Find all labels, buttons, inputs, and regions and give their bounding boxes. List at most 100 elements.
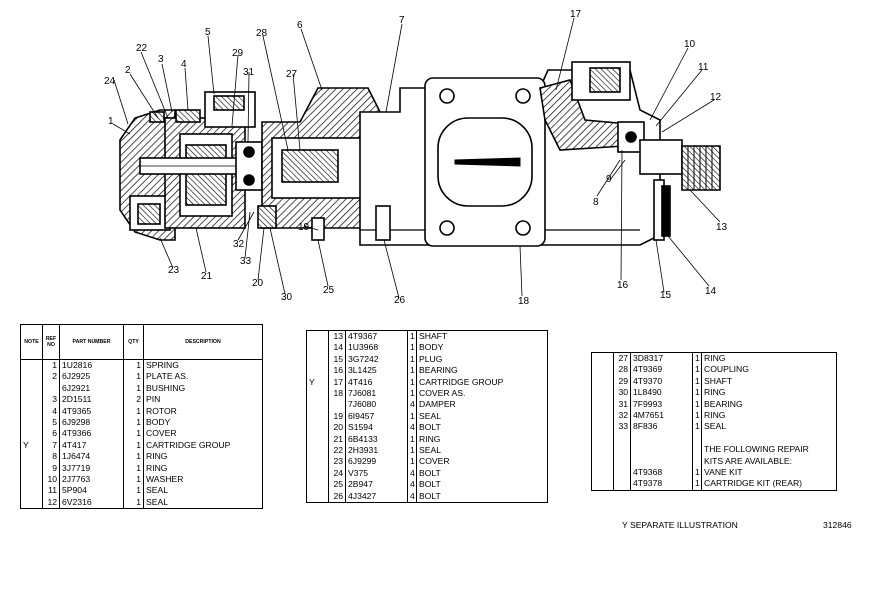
ref-no-cell [42,382,60,395]
part-number-cell: 1U2816 [59,359,124,372]
header-part-number: PART NUMBER [59,324,124,360]
ref-no-cell: 2 [42,371,60,383]
description-cell: DAMPER [419,399,456,410]
qty-cell: 1 [407,410,417,423]
description-cell: SEAL [704,421,726,432]
note-cell [20,417,43,429]
ref-no-cell: 17 [328,376,346,389]
qty-cell: 1 [692,467,702,479]
note-cell [20,485,43,497]
note-cell [306,456,329,468]
qty-cell: 4 [407,479,417,491]
callout-11: 11 [698,62,709,73]
qty-cell: 1 [692,478,702,491]
note-cell [591,444,614,456]
note-cell [306,365,329,377]
part-number-cell: 6I9457 [345,410,408,423]
description-cell: SPRING [146,360,179,370]
note-cell [306,342,329,354]
footer-note: Y SEPARATE ILLUSTRATION [622,520,738,530]
description-cell: ROTOR [146,405,177,416]
description-cell: SEAL [419,410,441,421]
callout-22: 22 [136,43,148,54]
qty-cell: 2 [123,394,144,406]
callout-12: 12 [710,92,722,103]
part-number-cell: 1U3968 [345,342,408,354]
parts-table-header: NOTE REF NO PART NUMBER QTY DESCRIPTION [20,324,263,360]
note-cell [20,405,43,418]
part-number-cell: 4T9369 [630,364,693,376]
callout-5: 5 [205,27,211,38]
qty-cell: 1 [407,445,417,457]
description-cell: SHAFT [419,331,448,341]
note-cell [306,479,329,491]
description-cell: CARTRIDGE GROUP [419,376,504,387]
part-number-cell: V375 [345,467,408,480]
description-cell: PLUG [419,353,443,364]
pump-drawing [119,61,721,247]
ref-no-cell: 4 [42,405,60,418]
part-number-cell: 3G7242 [345,353,408,366]
description-cell: COVER AS. [419,388,466,399]
qty-cell: 1 [407,342,417,354]
callout-1: 1 [108,116,114,127]
description-cell: RING [146,462,168,473]
qty-cell: 1 [407,365,417,377]
ref-no-cell: 31 [613,398,631,411]
callout-27: 27 [286,69,298,80]
description-cell: BOLT [419,422,441,433]
callout-21: 21 [201,271,213,282]
ref-no-cell [328,399,346,411]
ref-no-cell [613,444,631,456]
note-cell [591,364,614,376]
note-cell [306,467,329,480]
callout-20: 20 [252,278,264,289]
qty-cell: 1 [123,382,144,395]
qty-cell: 1 [123,474,144,486]
description-cell: BOLT [419,479,441,490]
callout-28: 28 [256,28,268,39]
parts-table-1: NOTE REF NO PART NUMBER QTY DESCRIPTION … [20,324,263,510]
qty-cell: 1 [123,359,144,372]
qty-cell [692,432,702,445]
part-number-cell: 6J2921 [59,382,124,395]
note-cell [591,398,614,411]
callout-6: 6 [297,20,303,31]
part-number-cell: 7J6080 [345,399,408,411]
note-cell [591,478,614,491]
part-number-cell: 4M7651 [630,410,693,422]
callout-30: 30 [281,292,293,303]
note-cell [306,410,329,423]
qty-cell: 1 [692,375,702,388]
ref-no-cell: 27 [613,352,631,365]
note-cell [591,455,614,468]
part-number-cell: 4T9368 [630,467,693,479]
description-cell: PLATE AS. [146,371,189,382]
ref-no-cell: 3 [42,394,60,406]
callout-3: 3 [158,54,164,65]
qty-cell: 1 [692,410,702,422]
qty-cell: 1 [407,433,417,446]
callout-13: 13 [716,222,728,233]
callout-19: 19 [298,222,310,233]
description-cell: CARTRIDGE KIT (REAR) [704,478,803,489]
note-cell [591,387,614,399]
description-cell: SEAL [146,485,168,496]
ref-no-cell: 29 [613,375,631,388]
note-cell [20,474,43,486]
ref-no-cell: 32 [613,410,631,422]
qty-cell: 1 [123,485,144,497]
callout-23: 23 [168,265,180,276]
description-cell: PIN [146,394,161,405]
